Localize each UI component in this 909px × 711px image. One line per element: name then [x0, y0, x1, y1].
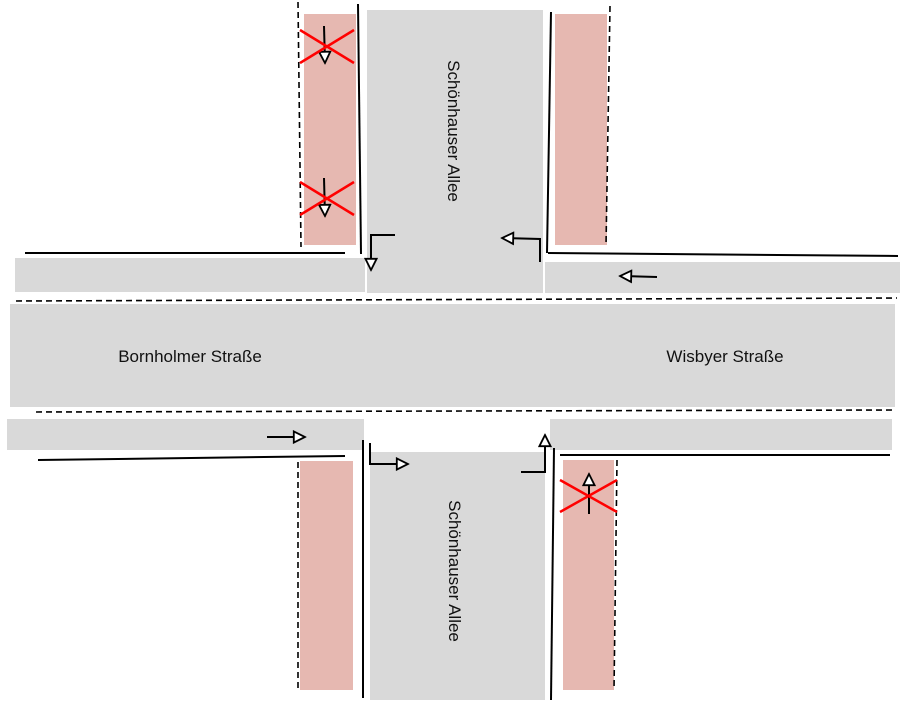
dashed-line-north: [15, 297, 898, 302]
right-turn-arrow-icon: [371, 234, 395, 270]
north-road-label: Schönhauser Allee: [444, 60, 463, 202]
prohibited-arrow-se: [559, 474, 618, 514]
red-x-icon: [559, 478, 618, 514]
north-road-surface: [367, 10, 543, 293]
dashed-line-south: [35, 409, 896, 413]
east-south-service-lane: [550, 419, 892, 450]
prohibited-arrow-nw-bottom: [299, 177, 355, 217]
right-turn-arrow-icon: [369, 443, 408, 464]
west-south-service-lane: [7, 419, 364, 450]
west-road-label: Bornholmer Straße: [118, 347, 262, 366]
red-x-icon: [299, 28, 355, 65]
main-road-surface: [10, 304, 895, 407]
street-labels: Schönhauser Allee Schönhauser Allee Born…: [118, 60, 783, 642]
road-surfaces: [7, 10, 900, 700]
west-north-service-lane: [15, 258, 365, 292]
traffic-arrows: [267, 234, 658, 473]
curb-lines: [25, 3, 899, 701]
east-north-service-lane: [545, 262, 900, 293]
left-arrow-icon: [620, 276, 658, 277]
dashed-bike-edge-ne: [605, 5, 611, 247]
east-road-label: Wisbyer Straße: [666, 347, 783, 366]
curb-east-north-horizontal: [547, 252, 899, 257]
dashed-markings: [15, 1, 898, 691]
curb-south-east-vertical: [550, 447, 555, 701]
dashed-bike-edge-nw: [297, 1, 302, 248]
prohibited-bike-arrows: [299, 25, 618, 514]
left-turn-arrow-icon: [502, 238, 541, 262]
red-x-icon: [299, 180, 355, 217]
curb-north-east-vertical: [546, 11, 552, 254]
prohibited-arrow-nw-top: [299, 25, 355, 65]
bike-lane-north-east: [555, 14, 607, 245]
curb-north-west-vertical: [357, 3, 362, 255]
dashed-bike-edge-se: [613, 459, 618, 691]
bike-lane-south-west: [300, 461, 353, 690]
south-road-surface: [370, 452, 545, 700]
south-road-label: Schönhauser Allee: [445, 500, 464, 642]
curb-west-south-horizontal: [37, 455, 346, 461]
up-turn-arrow-icon: [521, 435, 545, 473]
